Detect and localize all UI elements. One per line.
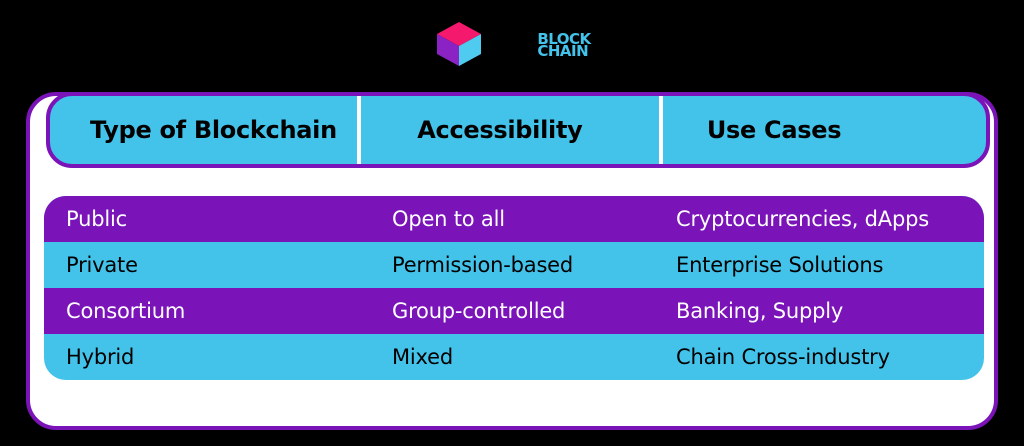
- table-body: Public Open to all Cryptocurrencies, dAp…: [44, 196, 984, 380]
- cell-use-cases: Enterprise Solutions: [676, 253, 884, 277]
- cell-use-cases: Cryptocurrencies, dApps: [676, 207, 929, 231]
- cell-use-cases: Banking, Supply: [676, 299, 844, 323]
- header-divider-1: [357, 96, 362, 164]
- table-row: Hybrid Mixed Chain Cross-industry: [44, 334, 984, 380]
- cell-accessibility: Permission-based: [392, 253, 574, 277]
- cell-accessibility: Mixed: [392, 345, 453, 369]
- wordmark-line-2: CHAIN: [537, 42, 589, 60]
- brand-wordmark: BLOCK CHAIN: [537, 29, 591, 60]
- column-header-accessibility: Accessibility: [417, 116, 583, 144]
- cell-use-cases: Chain Cross-industry: [676, 345, 890, 369]
- cell-accessibility: Open to all: [392, 207, 505, 231]
- cell-type: Consortium: [66, 299, 186, 323]
- isometric-cube-icon: [433, 18, 485, 70]
- table-row: Public Open to all Cryptocurrencies, dAp…: [44, 196, 984, 242]
- cell-type: Hybrid: [66, 345, 135, 369]
- column-header-use-cases: Use Cases: [706, 116, 842, 144]
- header-divider-2: [658, 96, 663, 164]
- table-row: Private Permission-based Enterprise Solu…: [44, 242, 984, 288]
- column-header-type-of-blockchain: Type of Blockchain: [90, 116, 337, 144]
- cell-type: Private: [66, 253, 138, 277]
- brand-logo: BLOCK CHAIN: [0, 0, 1024, 88]
- wordmark-line-1: BLOCK: [537, 29, 591, 48]
- cell-accessibility: Group-controlled: [392, 299, 566, 323]
- table-row: Consortium Group-controlled Banking, Sup…: [44, 288, 984, 334]
- table-header-row: Type of Blockchain Accessibility Use Cas…: [46, 92, 990, 168]
- cell-type: Public: [66, 207, 127, 231]
